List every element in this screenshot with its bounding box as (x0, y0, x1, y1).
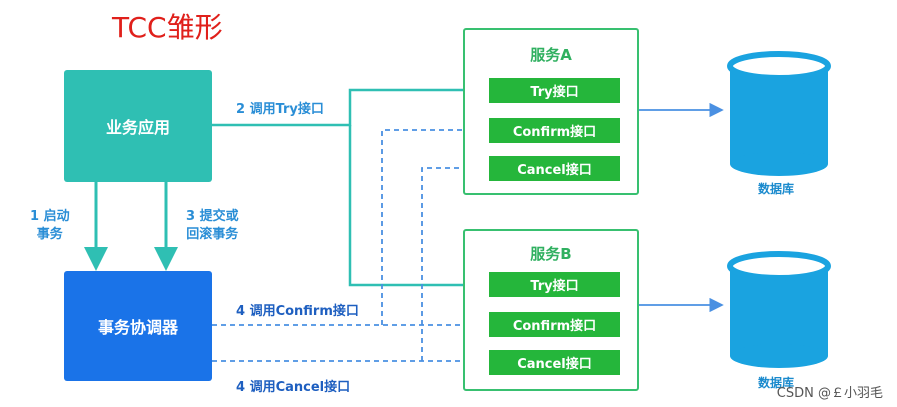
business-app-box: 业务应用 (64, 70, 212, 182)
step3-label: 3 提交或 回滚事务 (186, 208, 239, 244)
service-a-title: 服务A (530, 46, 572, 64)
arrow-try-a (212, 80, 489, 127)
database-a-icon (727, 51, 831, 176)
database-a-label: 数据库 (758, 182, 795, 196)
step1-label: 1 启动 事务 (30, 208, 70, 244)
service-b-confirm-interface: Confirm接口 (489, 312, 620, 337)
arrow-try-b (348, 125, 489, 295)
step3-line2: 回滚事务 (186, 227, 239, 242)
database-b-label: 数据库 (758, 376, 795, 390)
database-b-icon (727, 251, 831, 368)
service-a-confirm-interface: Confirm接口 (489, 118, 620, 143)
service-b-cancel-interface: Cancel接口 (489, 350, 620, 375)
step4-cancel-label: 4 调用Cancel接口 (236, 380, 351, 395)
watermark: CSDN @￡小羽毛 (776, 386, 883, 401)
step1-line1: 1 启动 (30, 209, 70, 224)
service-b-try-interface: Try接口 (489, 272, 620, 297)
step4-confirm-label: 4 调用Confirm接口 (236, 304, 359, 319)
service-a-cancel-interface: Cancel接口 (489, 156, 620, 181)
service-b-title: 服务B (530, 245, 572, 263)
arrow-confirm-a (381, 122, 488, 325)
diagram-title: TCC雏形 (112, 11, 223, 44)
step2-label: 2 调用Try接口 (236, 102, 324, 117)
step3-line1: 3 提交或 (186, 209, 239, 224)
service-a-try-interface: Try接口 (489, 78, 620, 103)
step1-line2: 事务 (36, 227, 63, 242)
transaction-coordinator-box: 事务协调器 (64, 271, 212, 381)
